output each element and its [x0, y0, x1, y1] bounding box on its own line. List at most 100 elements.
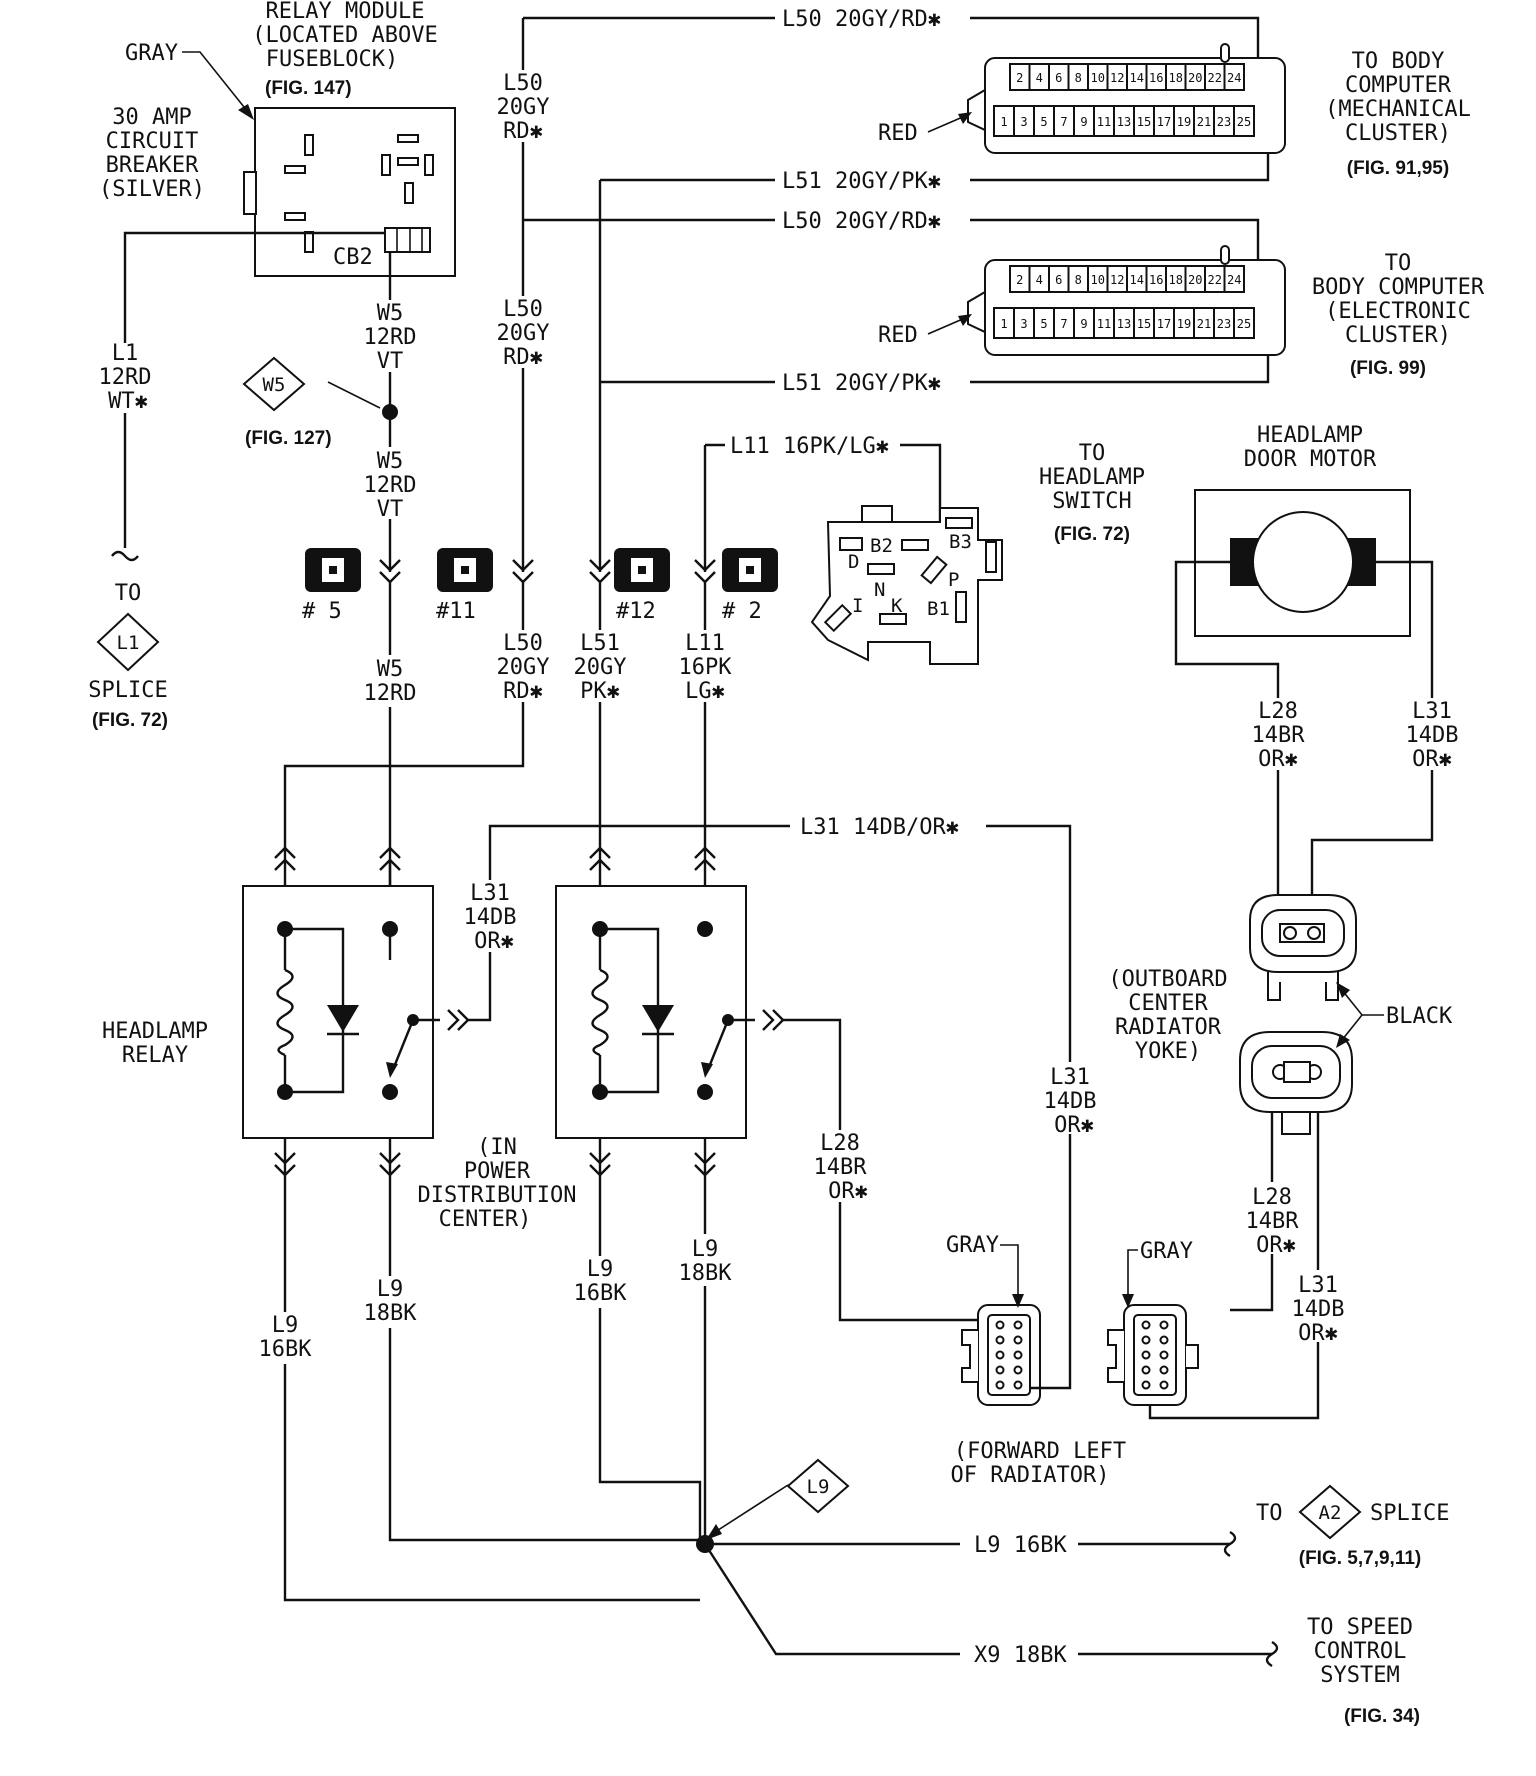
label-bg [1036, 1062, 1104, 1134]
relay-module-gray-label: GRAY [125, 41, 178, 66]
l9-a-1: L9 [272, 1313, 299, 1338]
connector-pin-cell [1233, 307, 1255, 339]
connector-pin-number: 9 [1080, 115, 1087, 129]
relay-left-l9b-wire [388, 1138, 700, 1542]
mech-red-label: RED [878, 121, 918, 146]
relay-node [697, 1084, 713, 1100]
gray-connectors: GRAY (FORWARD LEFT OF RADIATOR) GRAY [946, 1233, 1199, 1488]
speed-label-1: TO SPEED [1307, 1615, 1413, 1640]
l31-motor-3: OR✱ [1412, 747, 1452, 772]
connector-inner [1133, 1314, 1177, 1396]
connector-pin-number: 16 [1149, 273, 1163, 287]
label-bg [355, 300, 427, 372]
relay-left-out-arrows [447, 1009, 470, 1031]
fuse-icons: # 5 #11 #12 # 2 [302, 548, 778, 624]
switch-term-n: N [874, 579, 885, 601]
connector-pin-number: 14 [1130, 71, 1144, 85]
connector-pin-number: 15 [1137, 115, 1151, 129]
l11-c-3: LG✱ [685, 679, 725, 704]
l1-wire-break [111, 550, 139, 562]
fuse-11-label: #11 [436, 599, 476, 624]
switch-title-1: TO [1079, 441, 1106, 466]
speed-label-3: SYSTEM [1320, 1663, 1399, 1688]
l9-b-1: L9 [377, 1277, 404, 1302]
cb2-breaker-body [384, 227, 431, 253]
l31-right-3: OR✱ [1054, 1113, 1094, 1138]
l50-l51-trunks: L50 20GY/RD✱ L50 20GY/RD✱ L50 20GY RD✱ L… [283, 7, 1270, 860]
gray-connector-forward-pins [995, 1320, 1023, 1390]
pdc-label-2: POWER [464, 1159, 531, 1184]
switch-terminal [901, 539, 929, 551]
label-bg [1284, 1270, 1352, 1342]
connector-pin [1141, 1320, 1151, 1330]
switch-arrow [701, 1062, 713, 1078]
gray-arrow [1122, 1294, 1134, 1308]
mech-label-4: CLUSTER) [1345, 121, 1451, 146]
label-bg [490, 630, 558, 702]
connector-pin [1141, 1335, 1151, 1345]
gray-leader-line [182, 51, 249, 113]
breaker-label-4: (SILVER) [99, 177, 205, 202]
fuse-pin [329, 566, 337, 574]
module-slot [381, 154, 391, 176]
yoke-black-label: BLACK [1386, 1004, 1453, 1029]
l50-top-label: L50 20GY/RD✱ [782, 7, 941, 32]
l31-motor-1: L31 [1412, 699, 1452, 724]
label-bg [806, 1130, 874, 1202]
l50-c-1: L50 [503, 631, 543, 656]
red-arrow [958, 314, 972, 326]
black-arrow [1336, 982, 1350, 998]
l50-c-3: RD✱ [503, 679, 543, 704]
yoke-label-1: (OUTBOARD [1108, 967, 1227, 992]
pdc-label-3: DISTRIBUTION [418, 1183, 577, 1208]
l31-low-2: 14DB [1292, 1297, 1345, 1322]
l9-a-2: 16BK [259, 1337, 313, 1362]
breaker-label-2: CIRCUIT [106, 129, 199, 154]
fuse-5-label: # 5 [302, 599, 342, 624]
gray-connector-yoke-pins [1141, 1320, 1169, 1390]
connector-pin-cell [1233, 105, 1255, 137]
a2-splice-fig: (FIG. 5,7,9,11) [1299, 1548, 1422, 1569]
relay-right-diode [642, 1005, 674, 1032]
connector-pin [995, 1350, 1005, 1360]
connector-pin-number: 17 [1157, 115, 1171, 129]
speed-fig: (FIG. 34) [1344, 1706, 1420, 1727]
yoke-connector-tab [1281, 1111, 1311, 1135]
l51-c-3: PK✱ [580, 679, 620, 704]
switch-terminal [839, 537, 863, 551]
relay-module-title-3: FUSEBLOCK) [266, 47, 398, 72]
connector-pin-number: 13 [1117, 115, 1131, 129]
connector-pin-number: 22 [1208, 273, 1222, 287]
label-bg [456, 880, 524, 952]
switch-terminal [867, 563, 895, 575]
relay-node [697, 921, 713, 937]
l51-mid-label: L51 20GY/PK✱ [782, 371, 941, 396]
l9-splice-id: L9 [807, 1476, 830, 1498]
l9-splice-leader [711, 1484, 789, 1535]
l50-mid-wire-right [970, 218, 1260, 268]
relay-label-2: RELAY [122, 1043, 188, 1068]
connector-pin-number: 10 [1091, 273, 1105, 287]
connector-pin-number: 1 [1000, 115, 1007, 129]
elec-label-3: (ELECTRONIC [1325, 299, 1471, 324]
module-slot [404, 182, 414, 204]
connector-pin [1013, 1335, 1023, 1345]
switch-arrow [386, 1062, 398, 1078]
a2-splice-diamond [1298, 1484, 1362, 1540]
l31-relay-1: L31 [470, 881, 510, 906]
label-bg [362, 1276, 418, 1328]
gray-forward-label: GRAY [946, 1233, 999, 1258]
elec-label-1: TO [1385, 251, 1412, 276]
l9-ground-labels: L9 16BK L9 18BK L9 16BK L9 18BK [258, 1234, 733, 1364]
connector-pin-number: 6 [1055, 71, 1062, 85]
module-slot [397, 134, 419, 143]
mech-label-2: COMPUTER [1345, 73, 1452, 98]
connector-pin-number: 19 [1177, 115, 1191, 129]
l50-a-1: L50 [503, 71, 543, 96]
elec-red-leader [927, 317, 966, 335]
connector-pin-cell [1223, 265, 1245, 293]
label-bg [355, 447, 427, 519]
fuse-pin [461, 566, 469, 574]
switch-body [810, 507, 1003, 665]
